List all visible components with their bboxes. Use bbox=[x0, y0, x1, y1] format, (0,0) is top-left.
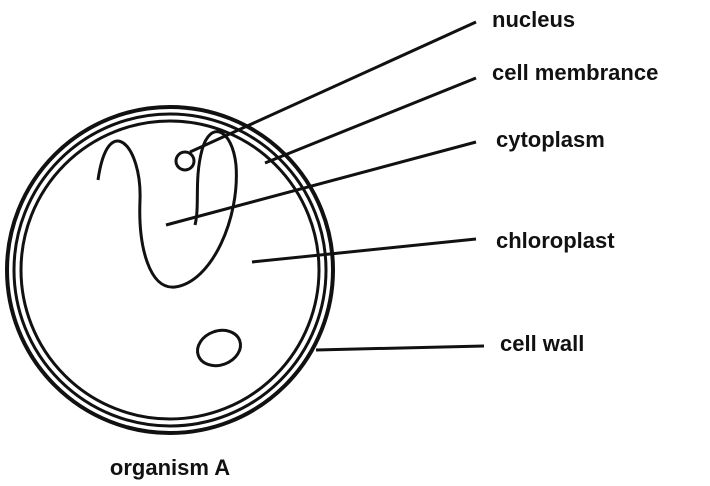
cell-membrane-label: cell membrance bbox=[492, 60, 658, 85]
cell-wall-label-line bbox=[316, 346, 484, 350]
label-lines bbox=[166, 22, 484, 350]
nucleus bbox=[176, 152, 194, 170]
chloroplast bbox=[193, 325, 246, 372]
cytoplasm-label: cytoplasm bbox=[496, 127, 605, 152]
cell-wall-label: cell wall bbox=[500, 331, 584, 356]
diagram-caption: organism A bbox=[110, 455, 230, 480]
cytoplasm-loop bbox=[98, 132, 236, 288]
chloroplast-label-line bbox=[252, 239, 476, 262]
nucleus-label-line bbox=[190, 22, 476, 152]
chloroplast-label: chloroplast bbox=[496, 228, 615, 253]
cell-membrane bbox=[21, 121, 319, 419]
nucleus-label: nucleus bbox=[492, 7, 575, 32]
